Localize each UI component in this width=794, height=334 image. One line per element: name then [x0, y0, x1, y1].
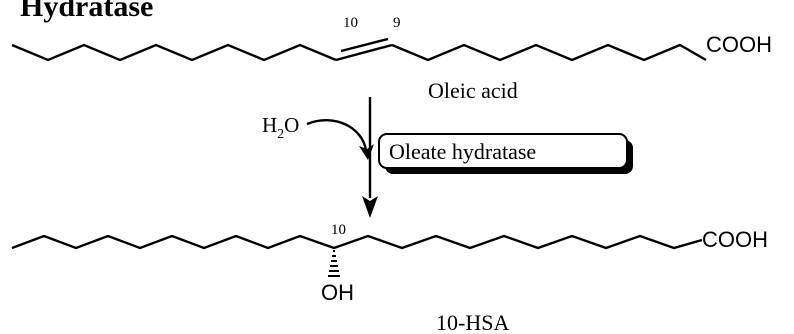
enzyme-label-text: Oleate hydratase	[389, 139, 536, 164]
locant-10-top: 10	[343, 15, 358, 31]
cis-double-bond-second	[340, 37, 389, 53]
hydroxyl-group: OH	[321, 280, 354, 305]
oleic-acid-chain-right	[391, 43, 707, 62]
cooh-group-bottom: COOH	[702, 227, 768, 252]
10-hsa-label: 10-HSA	[436, 310, 509, 334]
hashed-wedge-bond	[328, 250, 340, 277]
water-reagent-label: H2O	[262, 113, 299, 142]
enzyme-label-box: Oleate hydratase	[378, 133, 633, 174]
oleic-acid-label: Oleic acid	[428, 78, 518, 103]
locant-9-top: 9	[393, 15, 401, 31]
cis-double-bond-main	[335, 43, 393, 62]
section-heading: Hydratase	[20, 0, 153, 23]
water-curved-arrowhead	[359, 144, 374, 160]
10-hsa-structure	[11, 234, 703, 277]
reaction-arrowhead	[362, 196, 378, 218]
locant-10-bottom: 10	[331, 222, 346, 238]
cooh-group-top: COOH	[706, 32, 772, 57]
10-hsa-chain	[11, 234, 703, 250]
oleic-acid-chain-left	[11, 43, 337, 62]
water-curved-arrow	[306, 119, 368, 151]
oleic-acid-structure	[11, 37, 707, 62]
enzyme-box-face	[378, 133, 628, 169]
